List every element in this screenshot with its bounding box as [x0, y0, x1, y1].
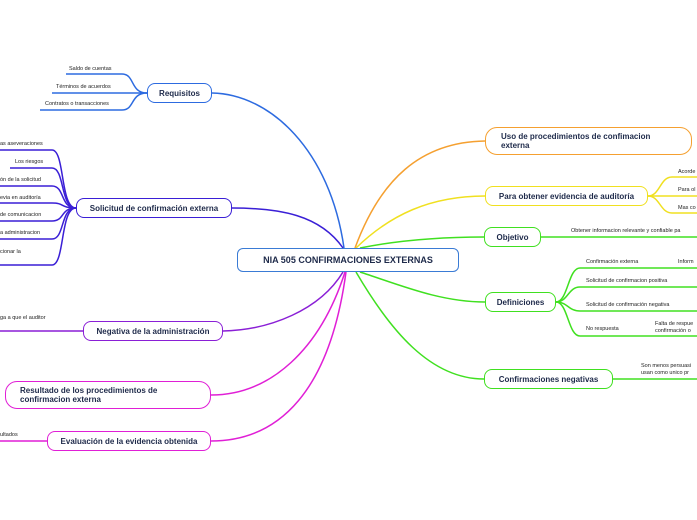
connector-requisitos [211, 92, 345, 249]
topic-obtener-evidencia[interactable]: Para obtener evidencia de auditoría [485, 186, 648, 206]
topic-uso-procedimientos[interactable]: Uso de procedimientos de confimacion ext… [485, 127, 692, 155]
central-topic[interactable]: NIA 505 CONFIRMACIONES EXTERNAS [237, 248, 459, 272]
connector-uso [354, 140, 486, 249]
topic-objetivo[interactable]: Objetivo [484, 227, 541, 247]
topic-evaluacion-evidencia[interactable]: Evaluación de la evidencia obtenida [47, 431, 211, 451]
subtopic-riesgos[interactable]: Los riesgos [15, 159, 44, 165]
connector-objetivo [359, 236, 485, 249]
subtopic-niega-auditor[interactable]: ga a que el auditor [0, 315, 46, 321]
topic-negativa-administracion[interactable]: Negativa de la administración [83, 321, 223, 341]
subtopic-saldo-cuentas[interactable]: Saldo de cuentas [69, 66, 112, 72]
topic-negativas-label: Confirmaciones negativas [498, 374, 599, 384]
topic-resultado-label: Resultado de los procedimientos de confi… [20, 386, 158, 404]
subtopic-solicitud[interactable]: ón de la solicitud [0, 177, 41, 183]
subtopic-menos-persuasivas[interactable]: Son menos persuasi [641, 363, 692, 369]
connector-definiciones [359, 271, 486, 303]
topic-solicitud-label: Solicitud de confirmación externa [89, 203, 219, 213]
topic-definiciones-label: Definiciones [496, 297, 545, 307]
topic-definiciones[interactable]: Definiciones [485, 292, 556, 312]
subtopic-mas-confiable[interactable]: Mas co [678, 205, 696, 211]
topic-requisitos-label: Requisitos [159, 88, 200, 98]
subtopic-previa-auditoria[interactable]: evia en auditoría [0, 195, 41, 201]
subtopic-informacion[interactable]: Inform [678, 259, 694, 265]
subtopic-confirmacion-negativa[interactable]: Solicitud de confirmación negativa [586, 302, 670, 308]
connector-negativa [222, 271, 344, 332]
connector-evidencia [355, 195, 486, 249]
subtopic-no-respuesta[interactable]: No respuesta [586, 326, 619, 332]
subtopic-acorde[interactable]: Acorde [678, 169, 696, 175]
topic-confirmaciones-negativas[interactable]: Confirmaciones negativas [484, 369, 613, 389]
topic-uso-label: Uso de procedimientos de confimacion ext… [501, 132, 651, 150]
subtopic-objetivo-texto[interactable]: Obtener informacion relevante y confiabl… [571, 228, 681, 234]
topic-objetivo-label: Objetivo [496, 232, 529, 242]
subtopic-unico-procedimiento[interactable]: usan como unico pr [641, 370, 689, 376]
central-topic-label: NIA 505 CONFIRMACIONES EXTERNAS [263, 254, 433, 265]
topic-negativa-label: Negativa de la administración [96, 326, 210, 336]
topic-resultado-procedimientos[interactable]: Resultado de los procedimientos de confi… [5, 381, 211, 409]
subtopic-terminos-acuerdos[interactable]: Términos de acuerdos [56, 84, 111, 90]
subtopic-contratos[interactable]: Contratos o transacciones [45, 101, 109, 107]
topic-requisitos[interactable]: Requisitos [147, 83, 212, 103]
connector-evaluacion [210, 271, 347, 442]
subtopic-confirmacion-externa[interactable]: Confirmación externa [586, 259, 639, 265]
subtopic-aseveraciones[interactable]: as aseveraciones [0, 141, 43, 147]
subtopic-para-obtener[interactable]: Para ol [678, 187, 696, 193]
subtopic-seleccionar[interactable]: cionar la [0, 249, 21, 255]
topic-solicitud-confirmacion[interactable]: Solicitud de confirmación externa [76, 198, 232, 218]
subtopic-resultados[interactable]: ultados [0, 432, 18, 438]
connector-resultado [210, 271, 346, 396]
topic-evidencia-label: Para obtener evidencia de auditoría [498, 191, 635, 201]
subtopic-confirmacion-o[interactable]: confirmación o [655, 328, 691, 334]
subtopic-administracion[interactable]: a administracion [0, 230, 41, 236]
connector-negativas [355, 271, 485, 380]
connector-solicitud [231, 207, 344, 249]
subtopic-confirmacion-positiva[interactable]: Solicitud de confirmacion positiva [586, 278, 668, 284]
subtopic-falta-respuesta[interactable]: Falta de respue [655, 321, 694, 327]
subtopic-comunicacion[interactable]: de comunicacion [0, 212, 42, 218]
topic-evaluacion-label: Evaluación de la evidencia obtenida [60, 436, 198, 446]
